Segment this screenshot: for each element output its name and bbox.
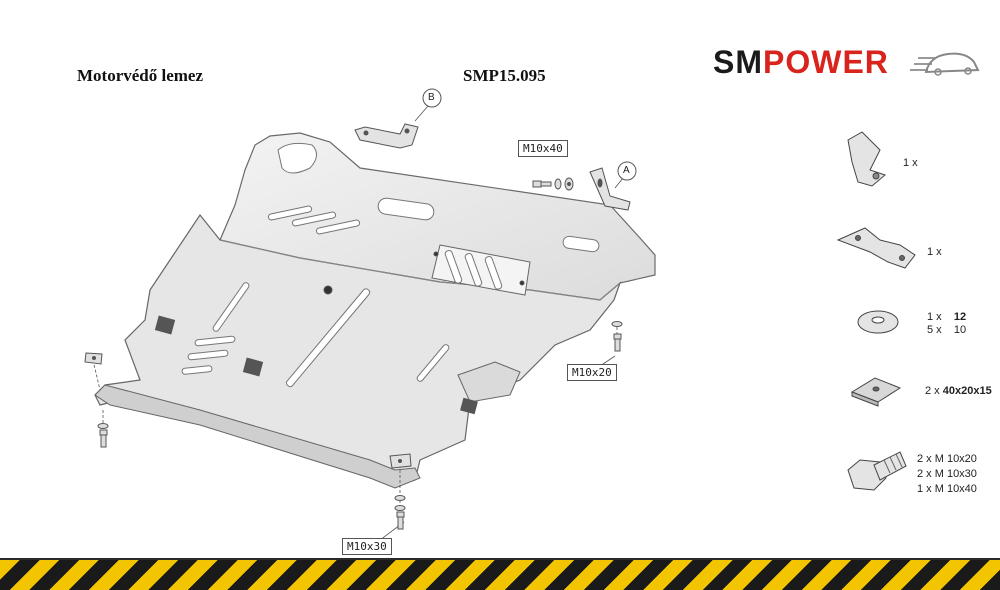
vent-grille [431, 244, 531, 296]
bracket-a-icon [836, 227, 916, 269]
washer-icon [857, 310, 899, 334]
loose-plate-left [84, 352, 103, 365]
bolt-bottom [394, 495, 406, 530]
plate-upper-section [219, 132, 656, 301]
hazard-stripe [0, 560, 1000, 590]
plate-front-lip [94, 384, 421, 489]
bracket-b [354, 123, 419, 149]
mounting-holes [154, 251, 525, 415]
product-title: Motorvédő lemez [77, 66, 204, 85]
parts-qty-plate: 2 x 40x20x15 [925, 384, 992, 398]
parts-qty-bracket-a: 1 x [927, 246, 942, 258]
upper-slot [377, 197, 435, 221]
plate-qty: 2 x [925, 385, 940, 397]
bolt-icon [847, 451, 907, 491]
hazard-stripe-edge [0, 558, 1000, 561]
upper-vent-slots [267, 205, 361, 235]
plate-icon [850, 377, 902, 407]
vent-grille-slots [444, 250, 503, 290]
washer-10-size: 10 [953, 324, 967, 336]
washer-10-qty: 5 x [927, 324, 942, 336]
bracket-b-icon [847, 131, 887, 187]
front-vent-slots [181, 335, 236, 375]
parts-bolt-line-1: 2 x M 10x20 [917, 453, 977, 465]
parts-qty-washer-12: 1 x 12 [927, 310, 966, 324]
washer-12-size: 12 [953, 311, 967, 323]
parts-qty-bracket-b: 1 x [903, 157, 918, 169]
bracket-a [589, 167, 631, 211]
bolt-right [611, 321, 623, 352]
callout-bolt-right: M10x20 [567, 364, 617, 381]
loose-plate-bottom [389, 453, 412, 469]
logo-sm-text: SM [713, 44, 763, 80]
parts-bolt-line-2: 2 x M 10x30 [917, 468, 977, 480]
upper-oval-cutout [277, 142, 317, 174]
upper-slot-right [562, 235, 600, 253]
detail-a-label: A [623, 165, 630, 176]
logo-wordmark: SMPOWER [713, 42, 889, 82]
bolt-left [97, 423, 109, 448]
product-code: SMP15.095 [463, 66, 546, 85]
smpower-logo: SMPOWER [713, 42, 983, 82]
car-silhouette-icon [910, 52, 980, 76]
rear-access-panel [457, 361, 521, 403]
logo-power-text: POWER [763, 44, 889, 80]
bolt-top [532, 177, 574, 191]
callout-bolt-bottom: M10x30 [342, 538, 392, 555]
washer-12-qty: 1 x [927, 311, 942, 323]
parts-qty-washer-10: 5 x 10 [927, 323, 966, 337]
main-long-slots [212, 282, 450, 388]
detail-b-label: B [428, 92, 435, 103]
parts-bolt-line-3: 1 x M 10x40 [917, 483, 977, 495]
callout-bolt-top: M10x40 [518, 140, 568, 157]
plate-size: 40x20x15 [942, 385, 992, 397]
